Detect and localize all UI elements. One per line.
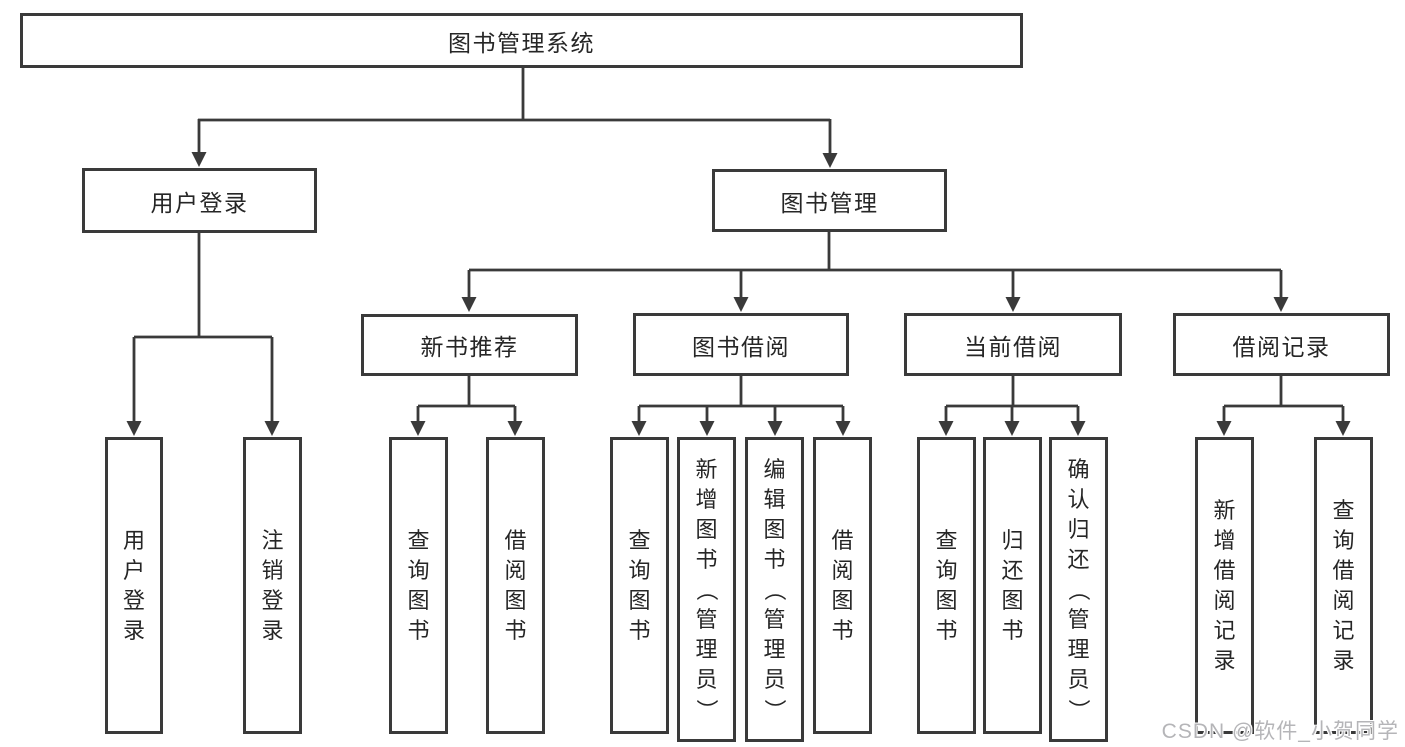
arrowhead-icon xyxy=(767,421,783,436)
node-current-borrowing: 当前借阅 xyxy=(904,313,1122,376)
leaf-user-login: 用户登录 xyxy=(105,437,163,734)
leaf-query-books-current-label: 查询图书 xyxy=(935,527,958,643)
node-new-book-recommend-label: 新书推荐 xyxy=(420,334,519,360)
node-book-management-label: 图书管理 xyxy=(780,189,879,216)
arrowhead-icon xyxy=(126,421,142,436)
node-new-book-recommend: 新书推荐 xyxy=(361,314,578,376)
node-book-borrowing: 图书借阅 xyxy=(633,313,849,376)
arrowhead-icon xyxy=(410,421,426,436)
leaf-borrow-books-label: 借阅图书 xyxy=(831,527,854,643)
node-current-borrowing-label: 当前借阅 xyxy=(964,333,1062,360)
node-user-login-label: 用户登录 xyxy=(150,189,249,216)
arrowhead-icon xyxy=(733,297,749,312)
leaf-edit-books-admin-label: 编辑图书（管理员） xyxy=(762,456,788,721)
node-user-login: 用户登录 xyxy=(82,168,317,233)
leaf-user-login-label: 用户登录 xyxy=(122,527,145,643)
node-book-management: 图书管理 xyxy=(712,169,947,232)
leaf-query-books-recommend-label: 查询图书 xyxy=(407,527,430,643)
leaf-return-books-label: 归还图书 xyxy=(1001,527,1024,643)
leaf-query-borrow-record: 查询借阅记录 xyxy=(1314,437,1373,734)
node-borrowing-records: 借阅记录 xyxy=(1173,313,1390,376)
arrowhead-icon xyxy=(699,421,715,436)
leaf-query-books-borrowing-label: 查询图书 xyxy=(628,527,651,643)
leaf-logout-login-label: 注销登录 xyxy=(261,527,284,643)
arrowhead-icon xyxy=(822,153,838,168)
leaf-add-books-admin-label: 新增图书（管理员） xyxy=(694,456,720,721)
arrowhead-icon xyxy=(938,421,954,436)
leaf-query-books-borrowing: 查询图书 xyxy=(610,437,669,734)
leaf-edit-books-admin: 编辑图书（管理员） xyxy=(745,437,804,742)
leaf-return-books: 归还图书 xyxy=(983,437,1042,734)
leaf-add-borrow-record-label: 新增借阅记录 xyxy=(1213,497,1236,673)
arrowhead-icon xyxy=(461,297,477,312)
leaf-borrow-books-recommend-label: 借阅图书 xyxy=(504,527,527,643)
arrowhead-icon xyxy=(835,421,851,436)
arrowhead-icon xyxy=(631,421,647,436)
node-book-borrowing-label: 图书借阅 xyxy=(692,333,790,360)
csdn-watermark: CSDN @软件_小贺同学 xyxy=(1161,720,1399,743)
leaf-borrow-books: 借阅图书 xyxy=(813,437,872,734)
leaf-query-borrow-record-label: 查询借阅记录 xyxy=(1332,497,1355,673)
root-node-label: 图书管理系统 xyxy=(448,29,595,56)
leaf-query-books-recommend: 查询图书 xyxy=(389,437,448,734)
arrowhead-icon xyxy=(1070,421,1086,436)
leaf-add-borrow-record: 新增借阅记录 xyxy=(1195,437,1254,734)
leaf-borrow-books-recommend: 借阅图书 xyxy=(486,437,545,734)
tree-edges xyxy=(132,68,1345,425)
leaf-query-books-current: 查询图书 xyxy=(917,437,976,734)
leaf-confirm-return-admin-label: 确认归还（管理员） xyxy=(1066,456,1092,721)
leaf-add-books-admin: 新增图书（管理员） xyxy=(677,437,736,742)
arrowhead-icon xyxy=(507,421,523,436)
root-node-box: 图书管理系统 xyxy=(20,13,1023,68)
arrowhead-icon xyxy=(191,152,207,167)
arrowhead-icon xyxy=(1216,421,1232,436)
arrowhead-icon xyxy=(1335,421,1351,436)
arrowhead-icon xyxy=(1004,421,1020,436)
arrowhead-icon xyxy=(1005,297,1021,312)
leaf-logout-login: 注销登录 xyxy=(243,437,302,734)
arrowhead-icon xyxy=(1273,297,1289,312)
node-borrowing-records-label: 借阅记录 xyxy=(1232,333,1331,360)
leaf-confirm-return-admin: 确认归还（管理员） xyxy=(1049,437,1108,742)
arrowhead-icon xyxy=(264,421,280,436)
